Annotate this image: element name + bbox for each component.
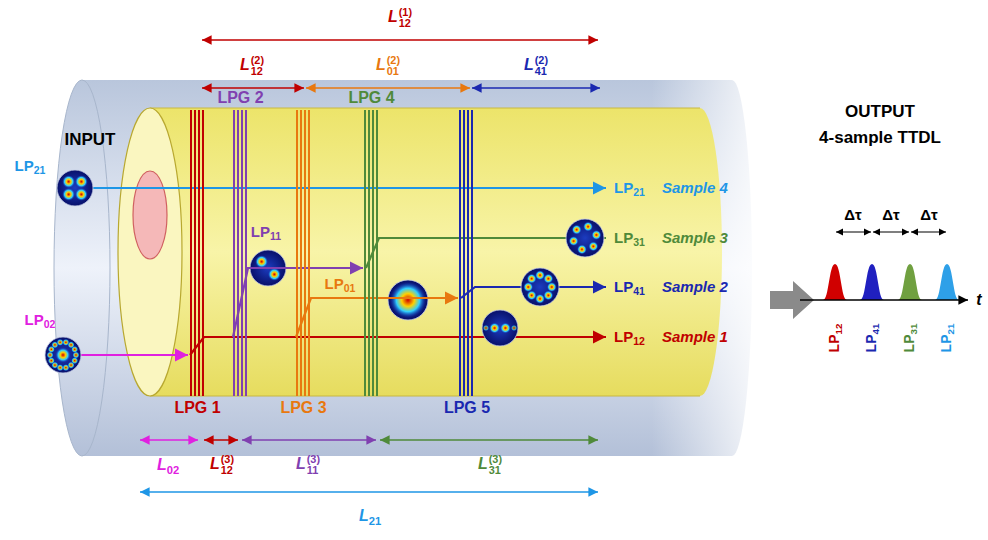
pulse-mode-name: LP21	[939, 324, 954, 353]
pulse-train	[800, 232, 968, 300]
mode-paths	[81, 188, 606, 355]
sample-name: Sample 3	[662, 230, 728, 247]
grating-label: LPG 4	[348, 89, 394, 107]
length-label: L11(3)	[296, 454, 320, 477]
mode-name: LP02	[25, 312, 56, 329]
dimension-lines	[140, 40, 600, 492]
mode-name: LP11	[251, 224, 281, 241]
delay-label: Δτ	[882, 207, 899, 224]
delay-label: Δτ	[920, 207, 937, 224]
grating-band: LPG 3	[296, 110, 311, 396]
length-label: L41(2)	[524, 55, 548, 78]
pulse-mode-name: LP31	[902, 324, 917, 353]
panel-heading: INPUT	[65, 131, 116, 150]
mode-name: LP12	[614, 329, 645, 346]
grating-label: LPG 1	[174, 399, 220, 417]
length-label: L31(3)	[478, 454, 502, 477]
grating-label: LPG 3	[280, 399, 326, 417]
grating-label: LPG 5	[444, 399, 490, 417]
mode-name: LP21	[614, 180, 645, 197]
panel-heading: OUTPUT	[845, 103, 915, 122]
mode-name: LP21	[15, 158, 46, 175]
length-label: L12(1)	[388, 7, 412, 30]
mode-name: LP01	[325, 276, 356, 293]
length-label: L21	[359, 507, 381, 525]
length-label: L12(3)	[210, 454, 234, 477]
sample-name: Sample 4	[662, 180, 728, 197]
length-label: L02	[157, 456, 179, 474]
axis-label: t	[976, 291, 981, 309]
length-label: L01(2)	[376, 55, 400, 78]
grating-band: LPG 2	[233, 110, 248, 396]
length-label: L12(2)	[240, 55, 264, 78]
fiber-cladding	[54, 80, 752, 456]
grating-band: LPG 5	[459, 110, 475, 396]
pulse-mode-name: LP12	[827, 324, 842, 353]
mode-name: LP31	[614, 230, 645, 247]
sample-name: Sample 1	[662, 329, 728, 346]
grating-label: LPG 2	[217, 89, 263, 107]
grating-band: LPG 4	[364, 110, 379, 396]
fiber-core	[118, 108, 722, 396]
sample-name: Sample 2	[662, 279, 728, 296]
pulse-mode-name: LP41	[864, 324, 879, 353]
panel-subheading: 4-sample TTDL	[819, 129, 941, 148]
delay-label: Δτ	[844, 207, 861, 224]
mode-profiles	[45, 170, 604, 373]
mode-name: LP41	[614, 279, 645, 296]
grating-band: LPG 1	[190, 110, 205, 396]
